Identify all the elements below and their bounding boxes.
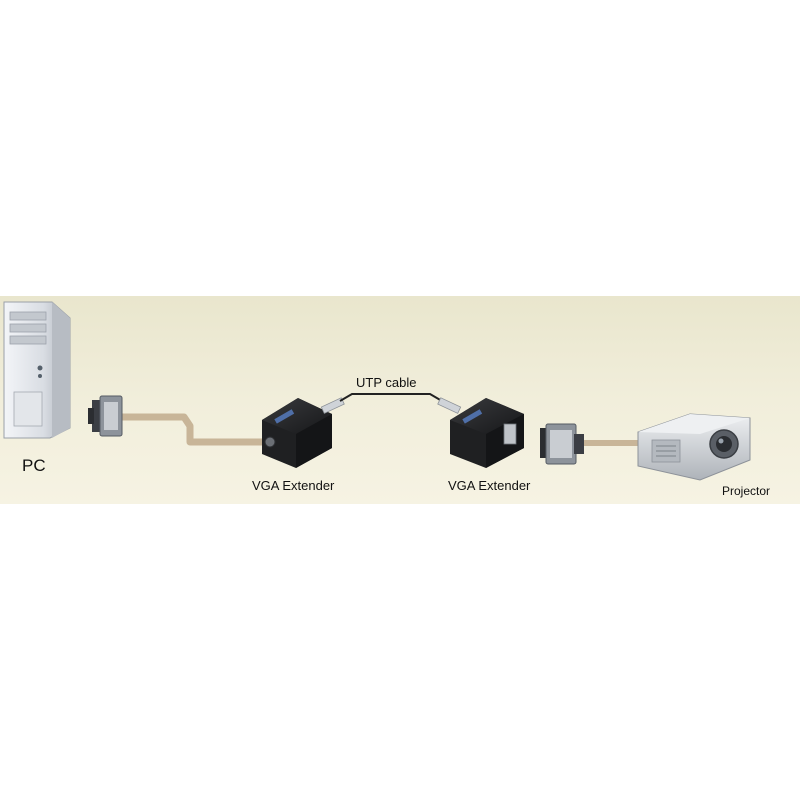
pc-tower-icon [3, 301, 71, 439]
connection-diagram [0, 296, 800, 504]
diagram-band: PC UTP cable VGA Extender VGA Extender P… [0, 296, 800, 504]
utp-cable-label: UTP cable [356, 375, 417, 390]
vga-extender-tx-icon [262, 397, 345, 468]
vga-extender-tx-label: VGA Extender [252, 478, 335, 493]
pc-label: PC [22, 456, 46, 475]
projector-icon [637, 413, 751, 481]
vga-connector-pc-icon [88, 395, 123, 437]
vga-connector-projector-icon [540, 423, 584, 465]
utp-cable [339, 393, 443, 402]
vga-extender-rx-label: VGA Extender [448, 478, 531, 493]
vga-cable-pc [118, 413, 262, 446]
vga-extender-rx-icon [437, 397, 524, 468]
projector-label: Projector [722, 484, 771, 498]
